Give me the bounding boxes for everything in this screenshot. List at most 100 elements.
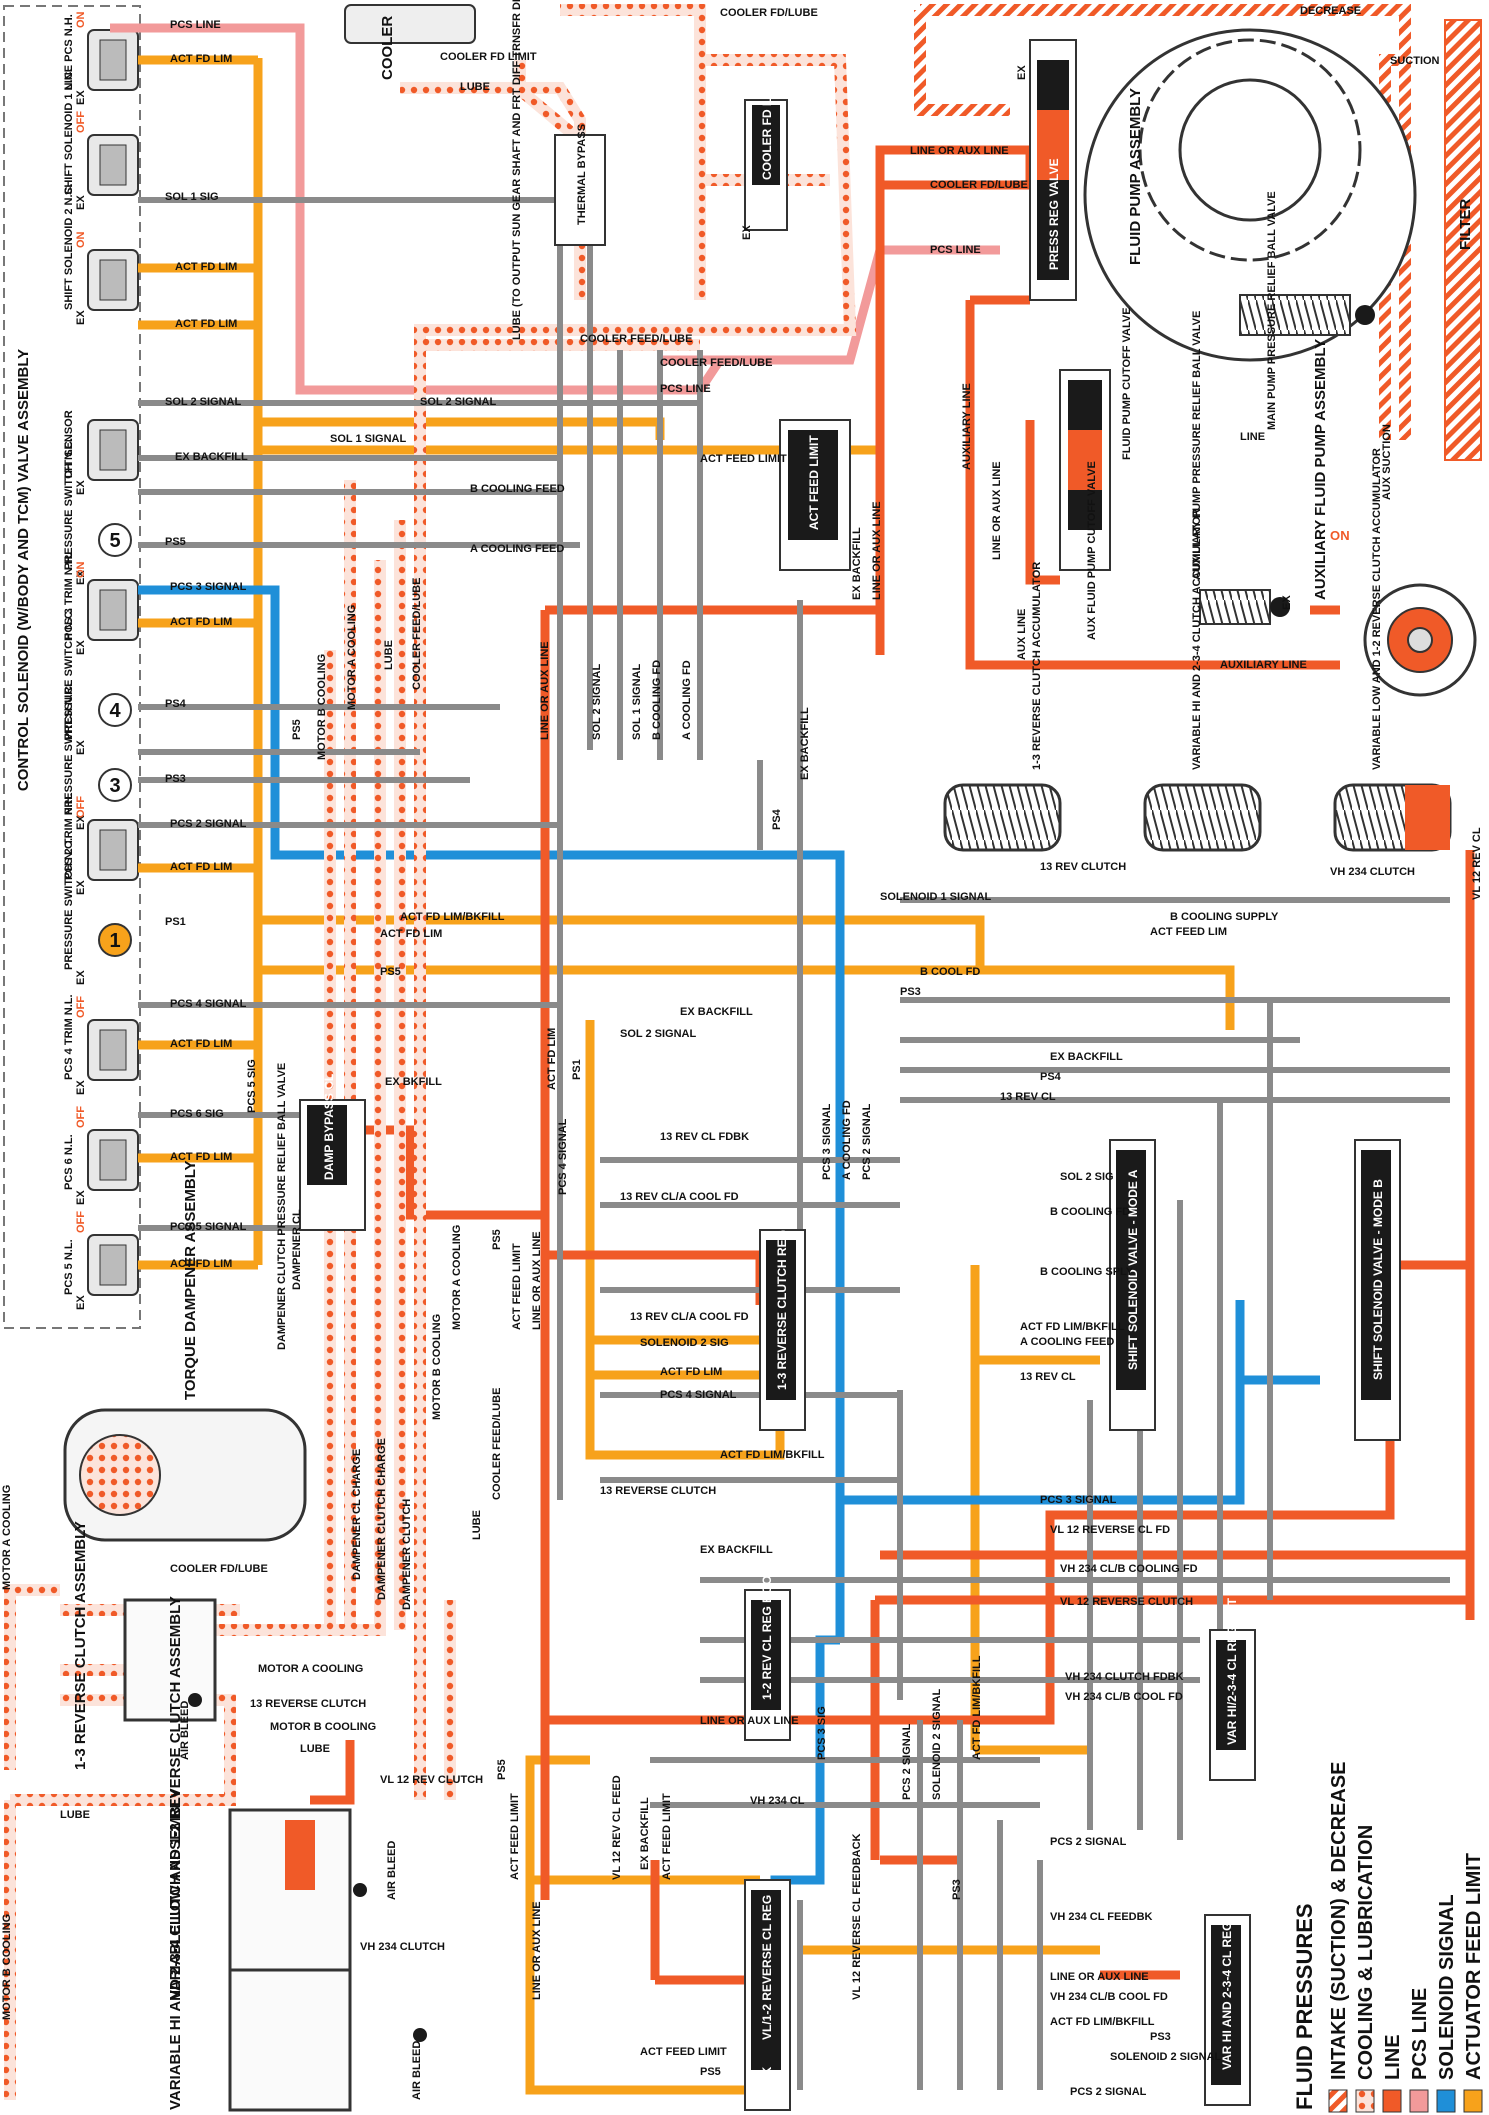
control-device-ex-0: EX [75,90,87,105]
circuit-label-lube-101: LUBE [300,1743,330,1755]
circuit-label-ex-149: EX [741,225,753,240]
cooler-body [344,4,476,44]
circuit-label-motor-a-cooling-143: MOTOR A COOLING [258,1663,363,1675]
control-device-ex-7: EX [75,815,87,830]
control-device-ex-1: EX [75,195,87,210]
circuit-label-lube-47: LUBE [383,640,395,670]
control-device-state-10: OFF [75,996,87,1018]
legend-label-3: PCS LINE [1409,1988,1431,2080]
circuit-label-cooler-feed-lube-133: COOLER FEED/LUBE [491,1388,503,1500]
circuit-label-motor-a-cooling-46: MOTOR A COOLING [346,605,358,710]
reg-boost-12-label: 1-2 REV CL REG BOOST [760,1560,774,1700]
circuit-label-act-fd-lim-75: ACT FD LIM [546,1028,558,1090]
circuit-label-pcs5-sig-73: PCS 5 SIG [246,1059,258,1113]
circuit-label-b-cooling-fd-84: B COOLING FD [1050,1206,1130,1218]
circuit-label-vh234-clb-cool-fd-107: VH 234 CL/B COOL FD [1065,1691,1183,1703]
circuit-label-b-cool-fd-66: B COOL FD [920,966,980,978]
legend-label-4: SOLENOID SIGNAL [1436,1894,1458,2080]
circuit-label-vh234-clutch-116: VH 234 CLUTCH [360,1941,445,1953]
aux-pump-on-label: ON [1330,528,1350,543]
vh-reg-label: VAR HI AND 2-3-4 CL REG [1220,1922,1234,2070]
accumulator-vh234-label: VARIABLE HI AND 2-3-4 CLUTCH ACCUMULATOR [1191,509,1203,770]
rev-clutch-assembly-label: 1-3 REVERSE CLUTCH ASSEMBLY [72,1521,89,1770]
legend-swatch-2 [1382,2089,1402,2113]
circuit-label-act-feed-lim-63: ACT FEED LIM [1150,926,1227,938]
circuit-label-motor-a-cooling-144: MOTOR A COOLING [1,1485,13,1590]
circuit-label-aux-line-43: AUX LINE [1016,609,1028,660]
pressure-switch-num-3: 3 [109,775,120,797]
circuit-label-line-38: LINE [1240,431,1265,443]
pcs-line-to-regvalve [660,245,1000,365]
circuit-label-sol1-sig-2: SOL 1 SIG [165,191,219,203]
circuit-label-act-fd-lim-bkfill-90: ACT FD LIM/BKFILL [1020,1321,1125,1333]
circuit-label-vh234-cl-105: VH 234 CL [750,1795,805,1807]
thermal-bypass-label: THERMAL BYPASS [576,124,588,225]
circuit-label-ps5-49: PS5 [291,719,303,740]
circuit-label-motor-b-cooling-136: MOTOR B COOLING [431,1314,443,1420]
damp-bypass-label: DAMP BYPASS CL [322,1074,336,1180]
shift-valve-b-label: SHIFT SOLENOID VALVE - MODE B [1371,1179,1385,1380]
circuit-label-pcs2-signal-12: PCS 2 SIGNAL [170,818,247,830]
control-device-state-1: OFF [75,111,87,133]
circuit-label-rev13-clutch-57: 13 REV CLUTCH [1040,861,1126,873]
filter [1444,19,1482,461]
circuit-label-line-or-aux-line-40: LINE OR AUX LINE [871,501,883,600]
act-feed-limit-valve-label: ACT FEED LIMIT [807,435,821,530]
circuit-label-pcs3-sig-119: PCS 3 SIG [816,1706,828,1760]
rev-clutch-reg-label: 1-3 REVERSE CLUTCH REG [775,1230,789,1390]
circuit-label-ps5-7: PS5 [165,536,186,548]
circuit-label-rev13-cl-72: 13 REV CL [1000,1091,1056,1103]
circuit-label-cooler-fd-limit-21: COOLER FD LIMIT [440,51,537,63]
vl-reg-label: VL/1-2 REVERSE CL REG [760,1895,774,2040]
air-bleed-1: AIR BLEED [179,1701,191,1760]
circuit-label-vh234-clutch-60: VH 234 CLUTCH [1330,866,1415,878]
legend-item-4: SOLENOID SIGNAL [1436,1894,1458,2113]
circuit-label-pcs3-signal-78: PCS 3 SIGNAL [821,1103,833,1180]
accumulator-13-reverse [943,783,1062,852]
legend-label-0: INTAKE (SUCTION) & DECREASE [1328,1761,1350,2080]
circuit-label-act-fd-lim-bkfill-112: ACT FD LIM/BKFILL [1050,2016,1155,2028]
control-device-state-2: ON [75,231,87,248]
circuit-label-ex-backfill-70: EX BACKFILL [1050,1051,1123,1063]
var-hi-assembly [228,1968,352,2112]
circuit-label-ex-147: EX [1281,595,1293,610]
circuit-label-vl12-reverse-cl-fd-96: VL 12 REVERSE CL FD [1050,1524,1170,1536]
var-low-assembly-label: VARIABLE LOW AND 1-2 REVERSE CLUTCH ASSE… [167,1596,184,2000]
control-device-ex-6: EX [75,740,87,755]
circuit-label-ps5-65: PS5 [380,966,401,978]
control-device-state-8: OFF [75,796,87,818]
legend-swatch-5 [1463,2089,1483,2113]
circuit-label-ex-bkfill-74: EX BKFILL [385,1076,442,1088]
circuit-label-cooler-feed-lube-25: COOLER FEED/LUBE [660,357,772,369]
fluid-lines [4,4,1482,2100]
circuit-label-sol2-sig-82: SOL 2 SIG [1060,1171,1114,1183]
circuit-label-cooler-feed-lube-48: COOLER FEED/LUBE [411,578,423,690]
legend-swatch-1 [1355,2089,1375,2113]
circuit-label-cooler-fd-lube-22: COOLER FD/LUBE [720,7,818,19]
circuit-label-vl12-rev-cl-61: VL 12 REV CL [1471,827,1483,900]
legend-item-0: INTAKE (SUCTION) & DECREASE [1328,1761,1350,2113]
legend-item-3: PCS LINE [1409,1988,1431,2113]
circuit-label-dampener-cl-138: DAMPENER CL [291,1209,303,1290]
pressure-switch-num-5: 5 [109,530,120,552]
control-device-state-0: ON [75,11,87,28]
control-device-ex-10: EX [75,1080,87,1095]
circuit-label-sol2-signal-69: SOL 2 SIGNAL [620,1028,696,1040]
control-device-ex-5: EX [75,640,87,655]
circuit-label-act-fd-lim-4: ACT FD LIM [175,318,237,330]
air-bleed-3: AIR BLEED [386,1841,398,1900]
circuit-label-act-fd-lim-16: ACT FD LIM [170,1038,232,1050]
circuit-label-act-fd-lim-20: ACT FD LIM [170,1258,232,1270]
control-device-ex-11: EX [75,1190,87,1205]
circuit-label-ps3-113: PS3 [1150,2031,1171,2043]
circuit-label-pcs3-signal-95: PCS 3 SIGNAL [1040,1494,1117,1506]
circuit-label-dampener-clutch-141: DAMPENER CLUTCH [401,1499,413,1610]
control-solenoid-title: CONTROL SOLENOID (W/BODY AND TCM) VALVE … [15,349,32,791]
